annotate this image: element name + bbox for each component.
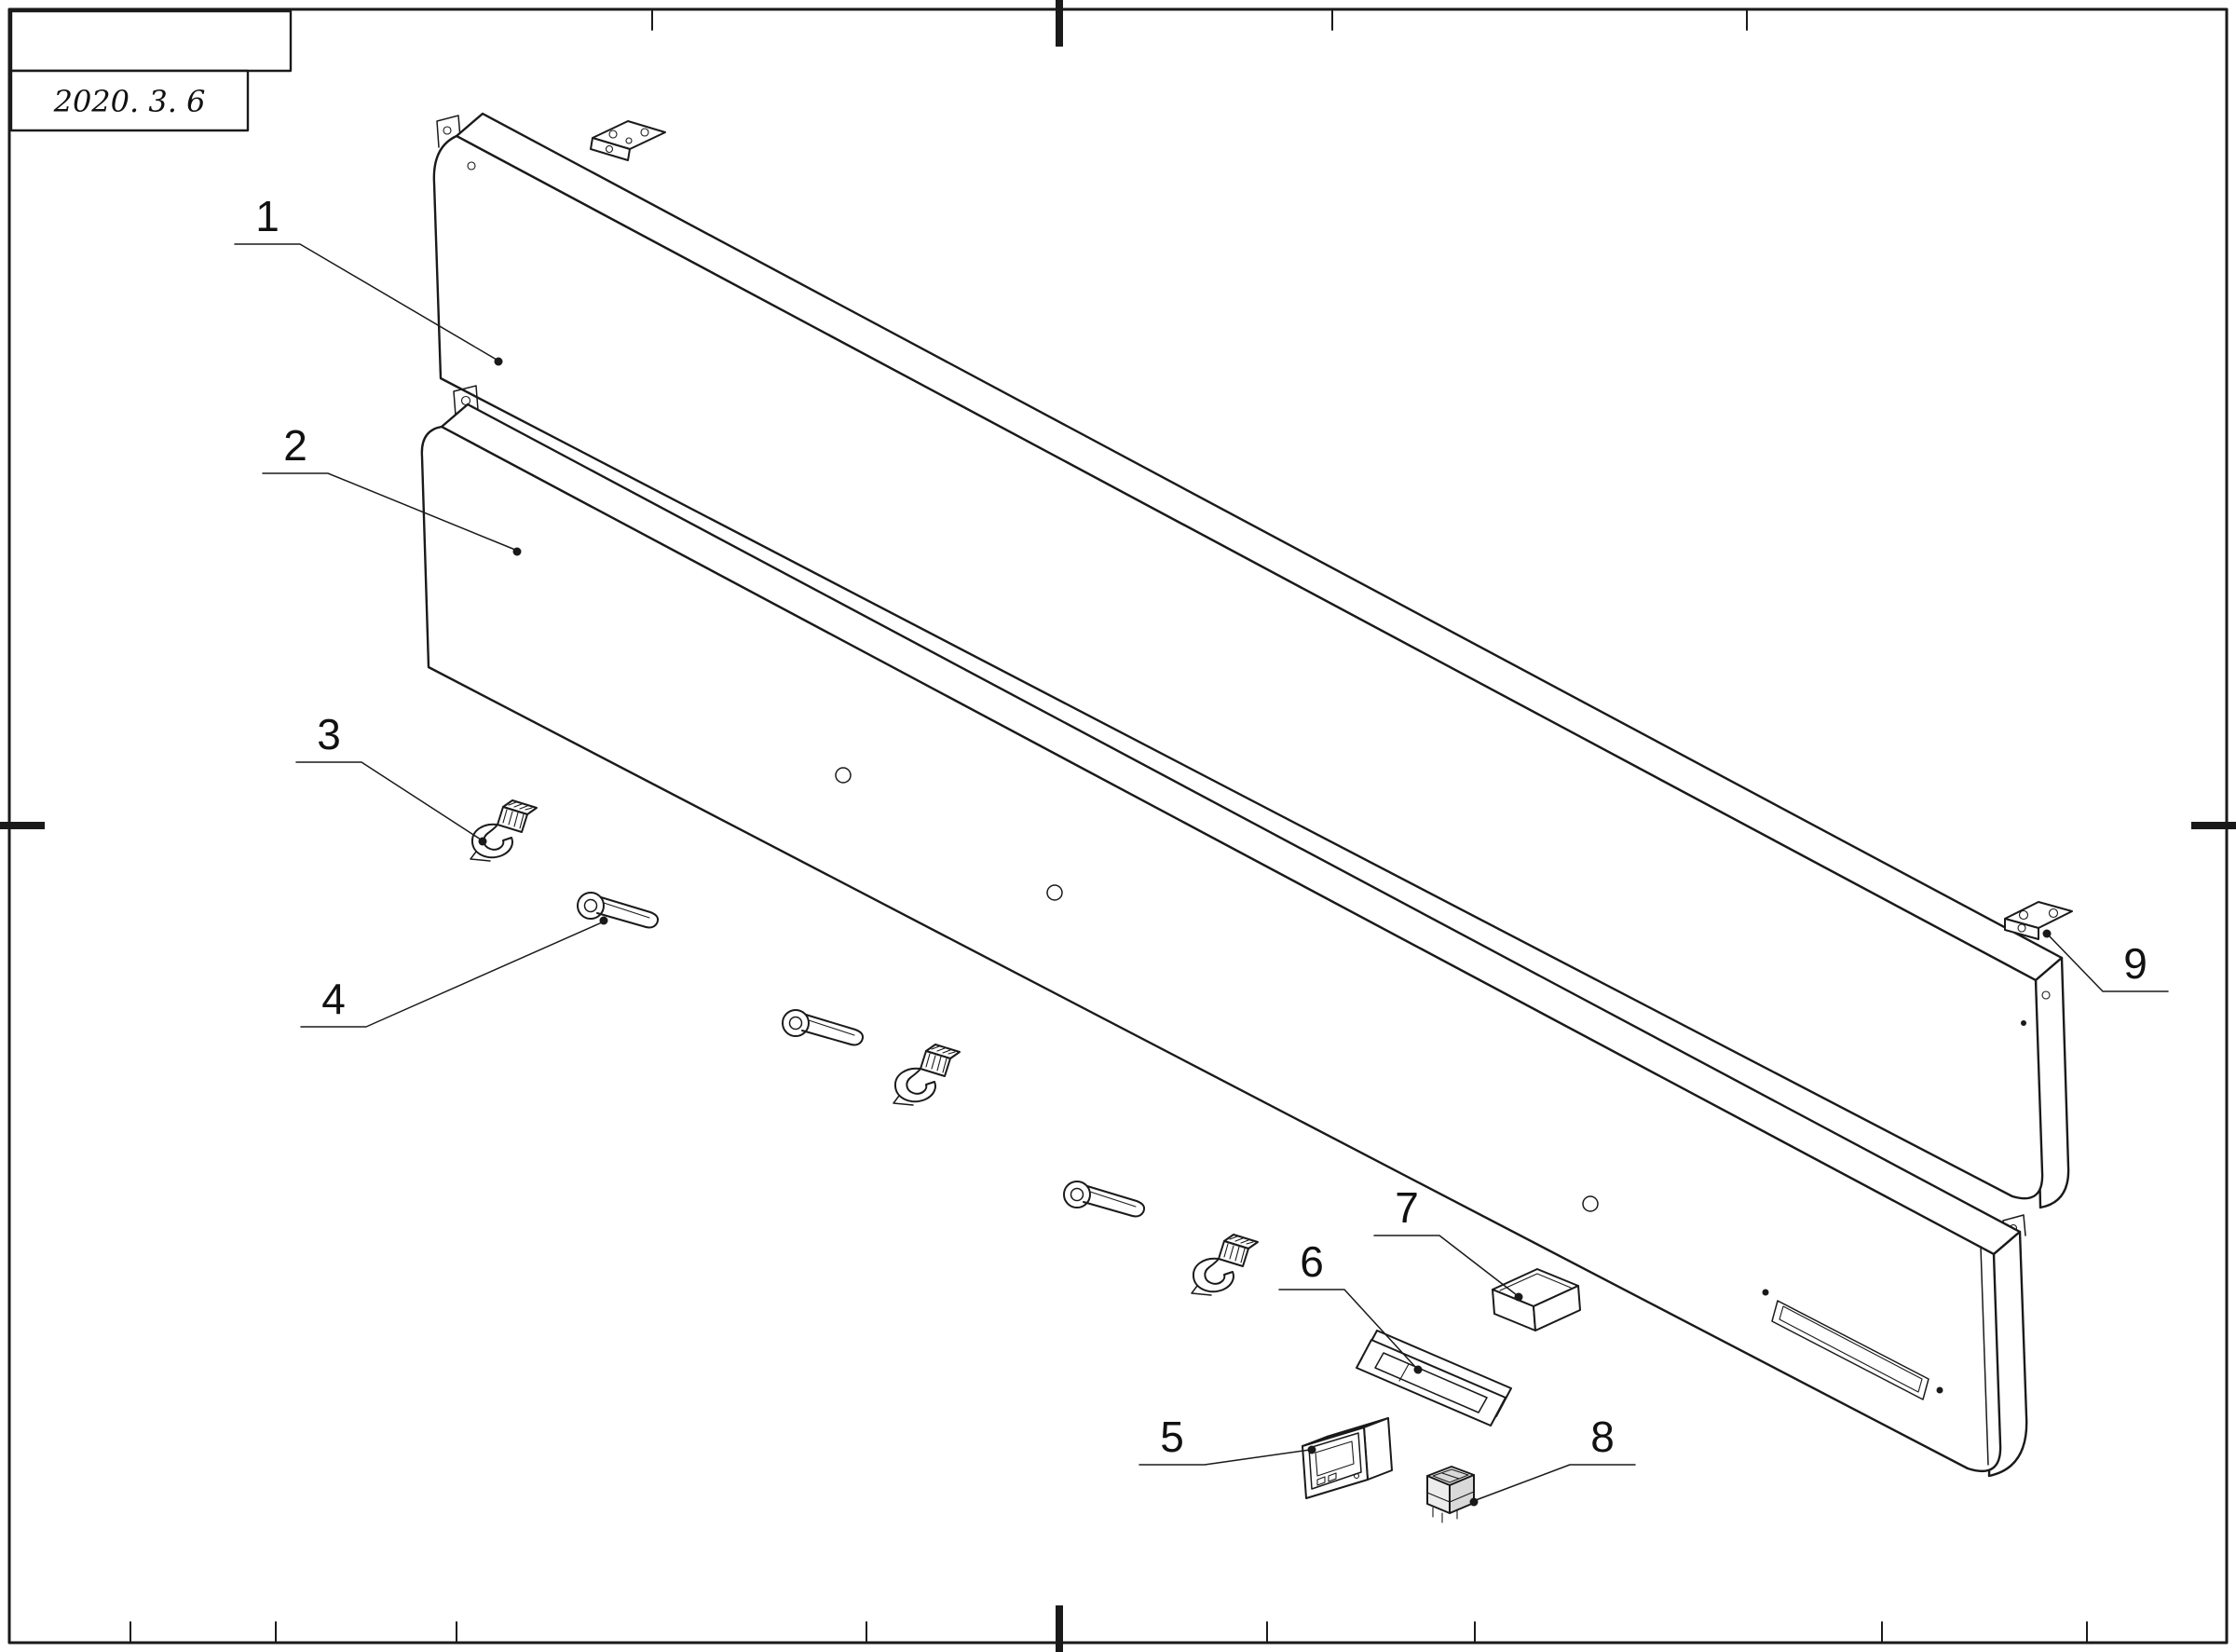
svg-text:8: 8 bbox=[1590, 1413, 1615, 1461]
part-7-cover-bracket bbox=[1492, 1268, 1581, 1331]
latch-copy-2 bbox=[1191, 1234, 1259, 1296]
leader-line-3 bbox=[295, 761, 482, 840]
part-2-inner-panel bbox=[420, 385, 2028, 1478]
lever-copy-2 bbox=[1063, 1181, 1146, 1218]
leader-line-6 bbox=[1278, 1289, 1417, 1369]
part-label-1: 1 bbox=[234, 192, 503, 366]
svg-text:1: 1 bbox=[255, 192, 280, 240]
svg-text:2: 2 bbox=[283, 421, 307, 470]
svg-text:6: 6 bbox=[1300, 1237, 1324, 1286]
svg-text:9: 9 bbox=[2123, 939, 2147, 988]
part-3-latch bbox=[470, 799, 538, 862]
part-label-5: 5 bbox=[1138, 1413, 1316, 1466]
lever-copy-1 bbox=[782, 1009, 865, 1046]
top-mounting-bracket bbox=[590, 120, 666, 161]
leader-line-1 bbox=[234, 243, 498, 361]
part-label-7: 7 bbox=[1373, 1183, 1523, 1302]
part-label-4: 4 bbox=[300, 916, 608, 1028]
part-9-bracket-plate bbox=[2004, 901, 2073, 940]
title-block: 2020. 3. 6 bbox=[9, 9, 293, 132]
leader-line-7 bbox=[1373, 1235, 1518, 1296]
zone-ticks-bottom bbox=[130, 1621, 2088, 1644]
part-8-switch bbox=[1426, 1466, 1475, 1523]
part-4-lever-handle bbox=[577, 892, 660, 929]
center-mark-left bbox=[0, 822, 45, 829]
part-labels: 1 2 3 4 5 6 7 bbox=[234, 192, 2169, 1507]
part-label-3: 3 bbox=[295, 710, 487, 846]
part-label-2: 2 bbox=[262, 421, 522, 556]
part-label-9: 9 bbox=[2042, 929, 2169, 992]
leader-line-9 bbox=[2048, 935, 2169, 992]
part-label-8: 8 bbox=[1469, 1413, 1636, 1507]
zone-ticks-top bbox=[130, 8, 1748, 31]
revision-date: 2020. 3. 6 bbox=[53, 84, 206, 119]
part-1-outer-panel bbox=[432, 112, 2070, 1209]
part-6-bezel-frame bbox=[1356, 1330, 1512, 1427]
part-label-6: 6 bbox=[1278, 1237, 1423, 1374]
leader-line-2 bbox=[262, 472, 516, 551]
svg-text:5: 5 bbox=[1160, 1413, 1184, 1461]
center-mark-top bbox=[1056, 0, 1063, 47]
svg-text:7: 7 bbox=[1395, 1183, 1419, 1232]
leader-line-8 bbox=[1475, 1464, 1636, 1501]
center-mark-right bbox=[2191, 822, 2236, 829]
leader-line-5 bbox=[1138, 1449, 1311, 1466]
svg-text:4: 4 bbox=[321, 975, 346, 1023]
svg-text:3: 3 bbox=[317, 710, 341, 758]
leader-line-4 bbox=[300, 922, 603, 1028]
latch-copy-1 bbox=[893, 1044, 961, 1106]
center-mark-bottom bbox=[1056, 1605, 1063, 1652]
part-5-control-unit bbox=[1302, 1417, 1393, 1499]
